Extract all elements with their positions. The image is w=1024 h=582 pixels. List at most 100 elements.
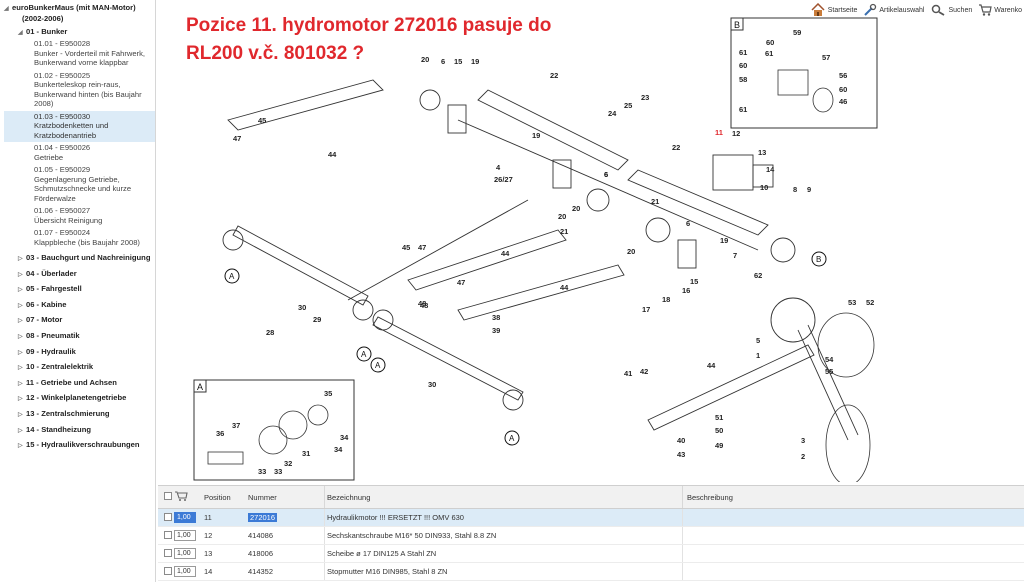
part-number-label[interactable]: 46 [839,97,847,106]
part-number-label[interactable]: 6 [441,57,445,66]
tree-item-section[interactable]: ▷03 - Bauchgurt und Nachreinigung [4,251,155,267]
artikelauswahl-button[interactable]: Artikelauswahl [863,3,924,17]
part-number-label[interactable]: 40 [677,436,685,445]
part-number-label[interactable]: 21 [560,227,568,236]
part-number-label[interactable]: 14 [766,165,775,174]
expand-icon[interactable]: ▷ [18,318,23,325]
expand-icon[interactable]: ▷ [18,380,23,387]
part-number-label[interactable]: 32 [284,459,292,468]
part-number-label[interactable]: 19 [532,131,540,140]
part-number-label[interactable]: 60 [739,61,747,70]
part-number-label[interactable]: 43 [677,450,685,459]
part-number-label[interactable]: 10 [760,183,768,192]
tree-item-section[interactable]: ▷13 - Zentralschmierung [4,407,155,423]
part-number-label[interactable]: 38 [492,313,500,322]
part-number-label[interactable]: 6 [604,170,608,179]
part-number-label[interactable]: 41 [624,369,632,378]
expand-icon[interactable]: ▷ [18,302,23,309]
part-number-label[interactable]: 30 [428,380,436,389]
part-number-label[interactable]: 31 [302,449,310,458]
expand-icon[interactable]: ▷ [18,333,23,340]
tree-item-section[interactable]: ▷09 - Hydraulik [4,345,155,361]
row-checkbox[interactable] [164,548,172,557]
nummer-cell[interactable]: 272016 [248,513,278,522]
expand-icon[interactable]: ▷ [18,411,23,418]
part-number-label[interactable]: 30 [298,303,306,312]
part-number-label[interactable]: 44 [501,249,510,258]
part-number-label[interactable]: 44 [707,361,716,370]
warenkorb-button[interactable]: Warenko [978,3,1022,17]
part-number-label[interactable]: 20 [558,212,566,221]
quantity-input[interactable]: 1,00 [174,566,196,577]
beschreibung-header[interactable]: Beschreibung [682,486,1024,508]
part-number-label[interactable]: 22 [672,143,680,152]
part-number-label[interactable]: 59 [793,28,801,37]
part-number-label[interactable]: 36 [216,429,224,438]
row-checkbox[interactable] [164,512,172,521]
part-number-label[interactable]: 52 [866,298,874,307]
part-number-label[interactable]: 45 [258,116,266,125]
tree-item-01-bunker[interactable]: ◢01 - Bunker [18,27,68,36]
part-number-label[interactable]: 48 [420,301,428,310]
part-number-label[interactable]: 6 [604,170,608,179]
part-number-label[interactable]: 15 [690,277,698,286]
part-number-label[interactable]: 47 [418,243,426,252]
tree-item-section[interactable]: ▷06 - Kabine [4,298,155,314]
startseite-button[interactable]: Startseite [810,3,857,17]
expand-icon[interactable]: ▷ [18,365,23,372]
part-number-label[interactable]: 62 [754,271,762,280]
part-number-label[interactable]: 60 [766,38,774,47]
nummer-cell[interactable]: 414086 [248,531,274,540]
part-number-label[interactable]: 47 [457,278,465,287]
expand-icon[interactable]: ▷ [18,271,23,278]
part-number-label[interactable]: 20 [572,204,580,213]
part-number-label[interactable]: 23 [641,93,649,102]
bezeichnung-header[interactable]: Bezeichnung [324,486,682,508]
part-number-label[interactable]: 50 [715,426,723,435]
part-number-label[interactable]: 49 [715,441,723,450]
part-number-label[interactable]: 61 [765,49,773,58]
part-number-label[interactable]: 8 [793,185,797,194]
part-number-label[interactable]: 51 [715,413,723,422]
expand-icon[interactable]: ▷ [18,443,23,450]
part-number-label[interactable]: 24 [608,109,617,118]
part-number-label[interactable]: 21 [651,197,659,206]
quantity-input[interactable]: 1,00 [174,548,196,559]
tree-item-section[interactable]: ▷04 - Überlader [4,267,155,283]
part-number-label[interactable]: 53 [848,298,856,307]
tree-root-item[interactable]: ◢euroBunkerMaus (mit MAN-Motor) [4,3,136,12]
part-number-label[interactable]: 18 [662,295,670,304]
part-number-label[interactable]: 1 [756,351,760,360]
quantity-input[interactable]: 1,00 [174,530,196,541]
part-number-label[interactable]: 56 [839,71,847,80]
part-number-label[interactable]: 11 [715,128,723,137]
part-number-label[interactable]: 4 [496,163,501,172]
part-number-label[interactable]: 47 [233,134,241,143]
nummer-cell[interactable]: 414352 [248,567,274,576]
part-number-label[interactable]: 39 [492,326,500,335]
expand-icon[interactable]: ▷ [18,427,23,434]
part-number-label[interactable]: 5 [756,336,760,345]
part-number-label[interactable]: 12 [732,129,740,138]
part-number-label[interactable]: 58 [739,75,747,84]
part-number-label[interactable]: 19 [471,57,479,66]
tree-item-section[interactable]: ▷12 - Winkelplanetengetriebe [4,391,155,407]
part-number-label[interactable]: 33 [274,467,282,476]
expand-icon[interactable]: ▷ [18,287,23,294]
part-number-label[interactable]: 28 [266,328,274,337]
expand-icon[interactable]: ◢ [4,6,9,12]
part-number-label[interactable]: 7 [733,251,737,260]
quantity-input[interactable]: 1,00 [174,512,196,523]
nummer-header[interactable]: Nummer [248,492,277,502]
part-number-label[interactable]: 61 [739,48,747,57]
part-number-label[interactable]: 45 [402,243,410,252]
part-number-label[interactable]: 19 [720,236,728,245]
